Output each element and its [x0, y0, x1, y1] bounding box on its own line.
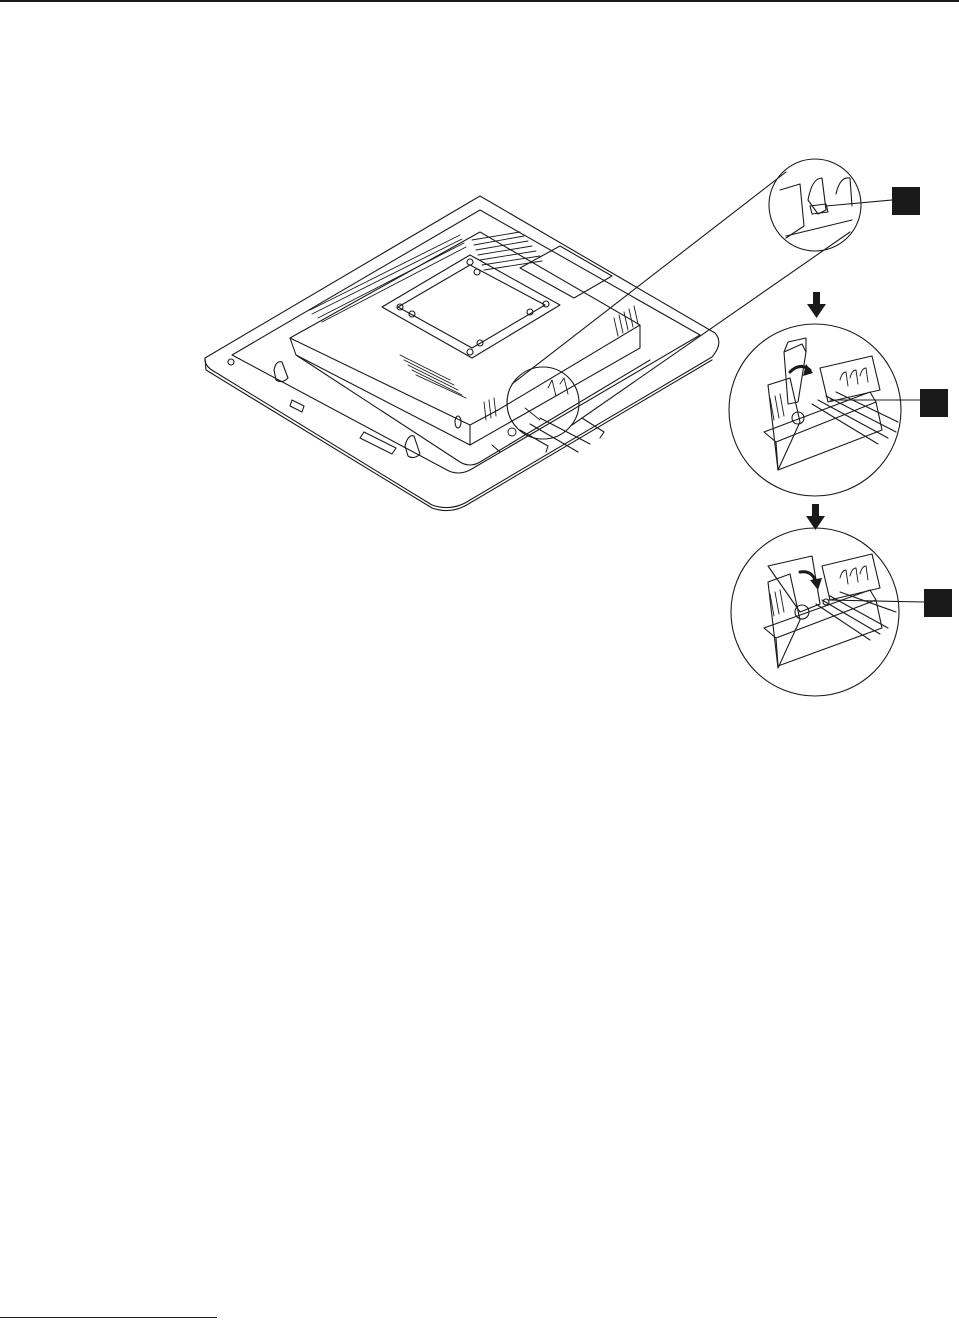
detail-3-frame — [731, 528, 899, 696]
assembly-figure — [0, 0, 959, 720]
detail-3-base-shelf — [764, 590, 876, 638]
vesa-mount-plate-inner — [398, 265, 545, 348]
detail-view-3 — [731, 528, 924, 696]
footnote-rule — [0, 1317, 217, 1318]
detail-view-1 — [769, 159, 892, 251]
inner-panel — [232, 210, 700, 473]
lower-ridge — [296, 355, 650, 465]
detail-1-base — [786, 220, 852, 236]
detail-3-pivot — [795, 605, 809, 619]
zoom-leader-top — [512, 172, 786, 384]
detail-1-leader — [826, 200, 892, 206]
bezel-screw-center — [455, 416, 461, 428]
detail-1-bracket — [780, 184, 804, 238]
rotate-counterclockwise-arrowhead — [810, 578, 822, 590]
wall-hooks — [274, 362, 420, 458]
vesa-screws — [397, 259, 549, 355]
bezel-slot-left — [290, 400, 304, 412]
bezel-screw-left — [228, 359, 234, 365]
detail-3-base-front — [776, 600, 882, 666]
callout-1-marker — [892, 187, 920, 215]
vent-grille-center — [400, 355, 466, 398]
detail-view-2 — [729, 324, 920, 496]
detail-3-housing-slots — [840, 566, 868, 584]
detail-3-hinge-arm — [768, 556, 820, 612]
detail-3-bracket-slots — [770, 590, 784, 616]
zoom-leader-bottom — [572, 232, 850, 425]
detail-2-frame — [729, 324, 901, 496]
callout-2-marker — [920, 389, 948, 417]
stand-housing-top — [290, 232, 640, 425]
callout-3-marker — [924, 589, 952, 617]
detail-1-slot-b — [836, 178, 852, 206]
detail-2-housing — [820, 356, 880, 402]
monitor-rear-view — [205, 172, 850, 511]
vent-grille-upper-right — [472, 232, 542, 270]
down-arrow-icon — [807, 292, 826, 318]
down-arrow-icon-2 — [806, 504, 825, 530]
vent-slots-upper-left — [310, 235, 466, 322]
detail-2-hinge-arm — [784, 344, 806, 404]
bezel-slot-bar — [360, 432, 396, 454]
vesa-mount-plate — [382, 255, 560, 358]
stand-housing-side-left — [290, 338, 470, 445]
detail-2-housing-slots — [840, 368, 868, 386]
